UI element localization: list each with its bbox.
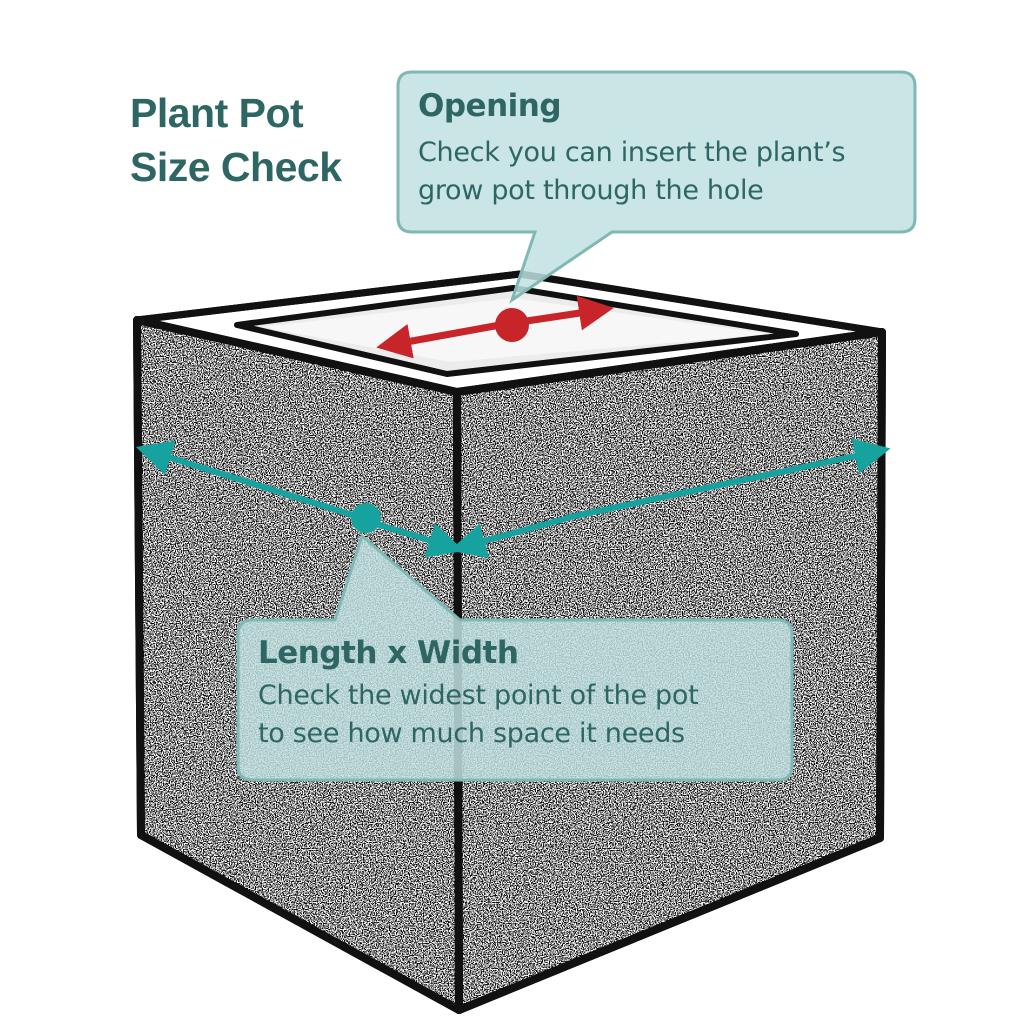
lw-arrow-right-inner — [449, 515, 569, 559]
opening-measure-arrow — [376, 295, 614, 359]
opening-marker-dot — [495, 308, 529, 342]
opening-description-line-1: Check you can insert the plant’s — [418, 137, 846, 168]
length-width-heading: Length x Width — [258, 635, 519, 671]
length-width-description: Check the widest point of the pot to see… — [258, 677, 778, 753]
opening-arrow-right — [519, 295, 614, 331]
length-width-measure-arrow — [135, 438, 891, 559]
opening-callout: Opening Check you can insert the plant’s… — [418, 86, 908, 210]
length-width-callout-bubble — [236, 533, 794, 782]
opening-arrow-left — [376, 321, 501, 359]
length-width-description-line-1: Check the widest point of the pot — [258, 680, 699, 711]
lw-arrow-right — [565, 438, 891, 521]
length-width-description-line-2: to see how much space it needs — [258, 718, 685, 749]
diagram-title: Plant Pot Size Check — [130, 86, 390, 194]
opening-description-line-2: grow pot through the hole — [418, 175, 764, 206]
opening-heading: Opening — [418, 88, 562, 124]
title-line-1: Plant Pot — [130, 90, 304, 136]
lw-marker-dot — [351, 503, 381, 533]
lw-arrow-center — [369, 519, 465, 558]
length-width-callout: Length x Width Check the widest point of… — [258, 633, 778, 753]
opening-callout-bubble — [396, 70, 917, 304]
lw-arrow-left — [135, 440, 363, 521]
opening-description: Check you can insert the plant’s grow po… — [418, 134, 908, 210]
title-line-2: Size Check — [130, 144, 342, 190]
